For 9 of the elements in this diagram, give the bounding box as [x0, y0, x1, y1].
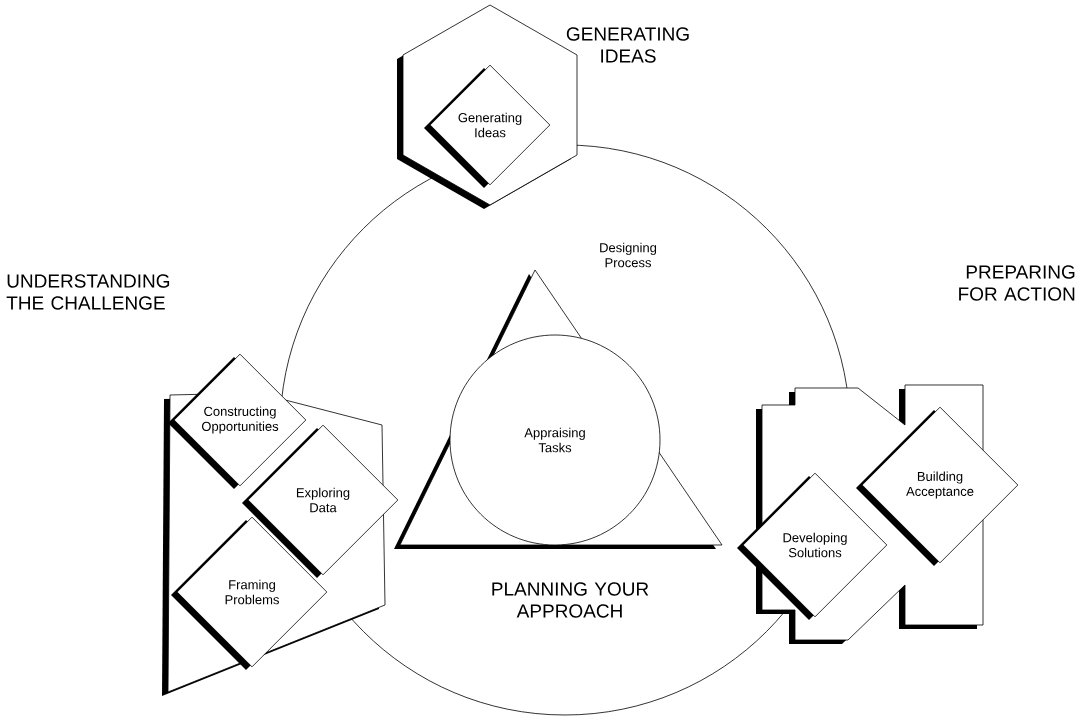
heading: PREPARING FOR ACTION	[959, 265, 1075, 301]
heading: UNDERSTANDING THE CHALLENGE	[6, 274, 170, 310]
heading: GENERATING IDEAS	[566, 27, 689, 63]
diamond-box: Developing Solutions	[737, 472, 888, 620]
label: Designing Process	[600, 242, 657, 268]
diamond-box: Generating Ideas	[424, 64, 551, 188]
diamond-box: Building Acceptance	[856, 406, 1019, 566]
diamond-box: Framing Problems	[171, 516, 328, 670]
heading: PLANNING YOUR APPROACH	[492, 582, 649, 618]
